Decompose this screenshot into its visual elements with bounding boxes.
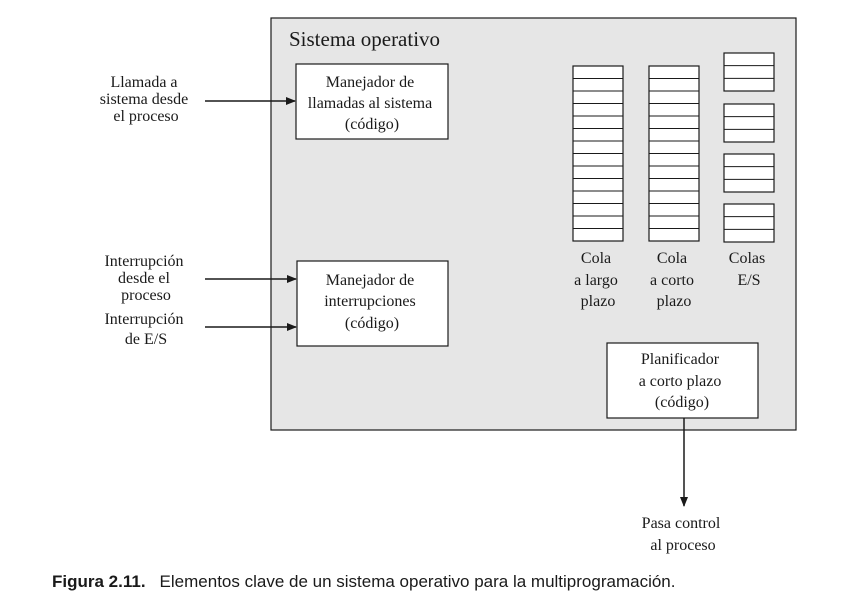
syscall-input-label: Llamada a sistema desde el proceso	[100, 74, 192, 125]
io-queue	[723, 153, 775, 193]
output-label-line: al proceso	[650, 537, 715, 554]
io-queues-label: Colas E/S	[729, 250, 769, 289]
queue-label-line: Cola	[581, 250, 611, 267]
figure-caption-text: Elementos clave de un sistema operativo …	[159, 572, 676, 591]
scheduler-line: (código)	[655, 394, 709, 411]
short-term-queue	[648, 65, 700, 242]
input-label-line: desde el	[118, 270, 171, 287]
interrupt-handler-box	[296, 260, 449, 347]
queue-label-line: a corto	[650, 272, 694, 289]
queue-label-line: plazo	[657, 293, 692, 310]
input-label-line: Llamada a	[110, 74, 177, 91]
scheduler-label: Planificador a corto plazo (código)	[639, 351, 726, 411]
long-term-queue	[572, 65, 624, 242]
pass-control-label: Pasa control al proceso	[642, 515, 725, 554]
syscall-handler-line: Manejador de	[326, 74, 414, 91]
syscall-handler-box	[295, 63, 449, 140]
queue-label-line: a largo	[574, 272, 618, 289]
io-queue	[723, 103, 775, 143]
interrupt-handler-line: Manejador de	[326, 272, 414, 289]
interrupt-handler-line: interrupciones	[324, 293, 416, 310]
input-label-line: sistema desde	[100, 91, 188, 108]
io-interrupt-label: Interrupción de E/S	[104, 311, 187, 348]
short-term-queue-label: Cola a corto plazo	[650, 250, 698, 310]
syscall-handler-line: (código)	[345, 116, 399, 133]
queue-label-line: Colas	[729, 250, 765, 267]
input-label-line: Interrupción	[104, 311, 183, 328]
input-label-line: el proceso	[113, 108, 178, 125]
output-label-line: Pasa control	[642, 515, 721, 532]
queue-frame	[723, 103, 775, 143]
process-interrupt-label: Interrupción desde el proceso	[104, 253, 187, 304]
input-label-line: de E/S	[125, 331, 167, 348]
queue-frame	[723, 52, 775, 92]
queue-label-line: E/S	[737, 272, 760, 289]
input-label-line: Interrupción	[104, 253, 183, 270]
os-diagram: Sistema operativo Manejador de llamadas …	[100, 17, 797, 554]
scheduler-line: a corto plazo	[639, 373, 722, 390]
scheduler-line: Planificador	[641, 351, 720, 368]
syscall-handler-label: Manejador de llamadas al sistema (código…	[308, 74, 436, 133]
input-label-line: proceso	[121, 287, 171, 304]
queue-label-line: plazo	[581, 293, 616, 310]
long-term-queue-label: Cola a largo plazo	[574, 250, 622, 310]
interrupt-handler-line: (código)	[345, 315, 399, 332]
interrupt-handler-label: Manejador de interrupciones (código)	[324, 272, 420, 332]
queue-label-line: Cola	[657, 250, 687, 267]
os-title: Sistema operativo	[289, 27, 440, 51]
figure-number: Figura 2.11.	[52, 572, 146, 591]
queue-frame	[723, 203, 775, 243]
queue-frame	[723, 153, 775, 193]
io-queue	[723, 203, 775, 243]
figure-caption: Figura 2.11. Elementos clave de un sistem…	[52, 572, 675, 592]
scheduler-box	[606, 342, 759, 419]
syscall-handler-line: llamadas al sistema	[308, 95, 432, 112]
io-queue	[723, 52, 775, 92]
